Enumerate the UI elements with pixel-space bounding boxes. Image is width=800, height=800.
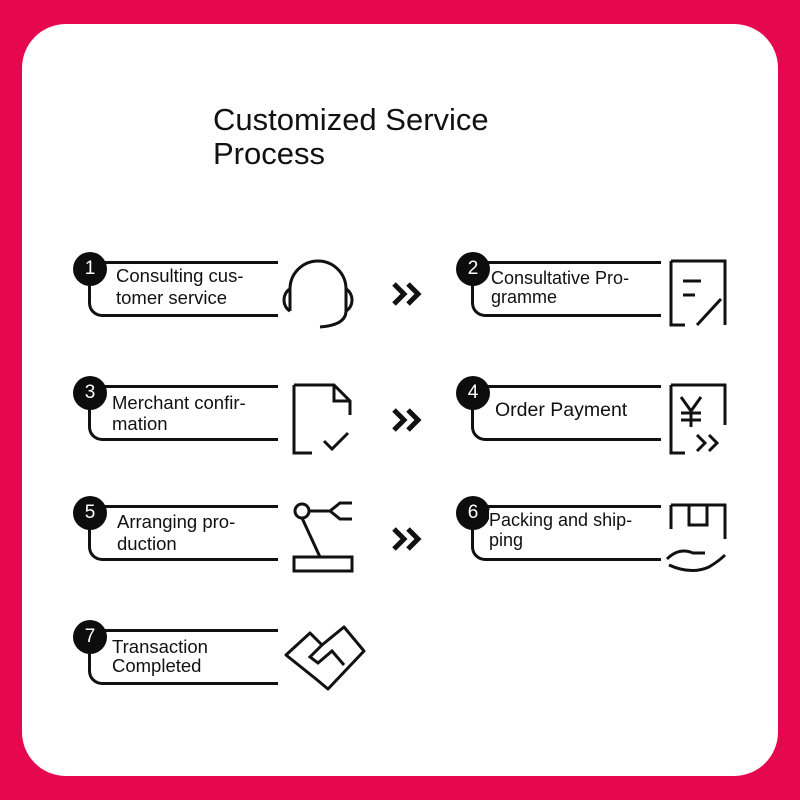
step-label: Consultative Pro- gramme (491, 269, 661, 307)
step-label: Consulting cus- tomer service (116, 265, 286, 309)
step-frame (471, 261, 661, 317)
step-3: 3 Merchant confir- mation (73, 376, 368, 475)
step-number-badge: 7 (73, 620, 107, 654)
step-1: 1 Consulting cus- tomer service (73, 252, 368, 351)
step-number-badge: 2 (456, 252, 490, 286)
page-title: Customized Service Process (213, 103, 533, 171)
step-frame (88, 505, 278, 561)
step-frame (88, 629, 278, 685)
next-step-arrow-icon (392, 527, 422, 551)
robot-arm-icon (292, 501, 354, 573)
title-line-1: Customized Service (213, 102, 489, 137)
headset-icon (282, 259, 354, 329)
step-frame (471, 505, 661, 561)
next-step-arrow-icon (392, 282, 422, 306)
step-2: 2 Consultative Pro- gramme (456, 252, 751, 351)
step-label: Order Payment (495, 399, 665, 421)
step-number-badge: 3 (73, 376, 107, 410)
step-label: Arranging pro- duction (117, 511, 287, 555)
step-frame (471, 385, 661, 441)
step-7: 7 Transaction Completed (73, 620, 368, 719)
step-frame (88, 261, 278, 317)
step-6: 6 Packing and ship- ping (456, 496, 751, 595)
title-line-2: Process (213, 136, 325, 171)
step-label: Packing and ship- ping (489, 510, 659, 550)
next-step-arrow-icon (392, 408, 422, 432)
step-label: Transaction Completed (112, 637, 282, 675)
package-hand-icon (665, 503, 727, 572)
step-number-badge: 5 (73, 496, 107, 530)
step-frame (88, 385, 278, 441)
document-pen-icon (669, 259, 727, 327)
step-label: Merchant confir- mation (112, 392, 282, 434)
step-number-badge: 1 (73, 252, 107, 286)
step-4: 4 Order Payment (456, 376, 751, 475)
step-5: 5 Arranging pro- duction (73, 496, 368, 595)
document-check-icon (292, 383, 352, 455)
step-number-badge: 6 (456, 496, 490, 530)
step-number-badge: 4 (456, 376, 490, 410)
yen-payment-icon (669, 383, 727, 455)
handshake-icon (284, 625, 366, 691)
